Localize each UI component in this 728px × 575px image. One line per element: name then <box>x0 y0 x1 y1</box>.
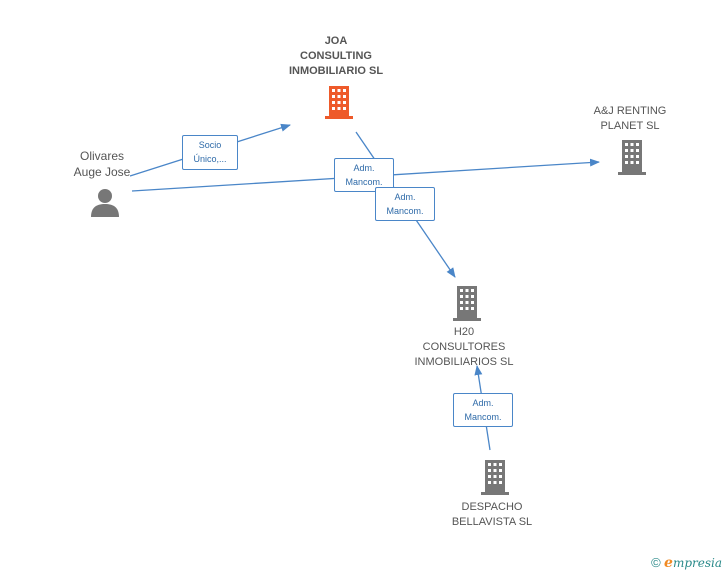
aj-label[interactable]: A&J RENTING PLANET SL <box>580 104 680 134</box>
copyright-symbol: © <box>651 555 661 570</box>
edge-label-line: Mancom. <box>345 177 383 187</box>
despacho-label-line: DESPACHO <box>461 501 523 513</box>
joa-building-icon[interactable] <box>323 85 355 119</box>
edge-label-adm-despacho[interactable]: Adm. Mancom. <box>453 393 513 427</box>
edge-label-socio[interactable]: Socio Único,... <box>182 135 238 170</box>
edge-label-line: Mancom. <box>464 412 502 422</box>
aj-building-icon[interactable] <box>616 139 648 175</box>
brand-e: e <box>664 555 673 571</box>
despacho-label[interactable]: DESPACHO BELLAVISTA SL <box>436 500 548 530</box>
edge-label-adm-aj[interactable]: Adm. Mancom. <box>334 158 394 192</box>
aj-label-line: A&J RENTING <box>593 105 667 117</box>
joa-label-line: CONSULTING <box>300 50 372 62</box>
edge-label-line: Adm. <box>353 163 375 173</box>
edge-label-adm-h20[interactable]: Adm. Mancom. <box>375 187 435 221</box>
edge-label-line: Único,... <box>193 154 227 164</box>
joa-label-line: JOA <box>324 35 348 47</box>
h20-building-icon[interactable] <box>451 285 483 321</box>
aj-label-line: PLANET SL <box>600 120 660 132</box>
h20-label[interactable]: H20 CONSULTORES INMOBILIARIOS SL <box>404 325 524 370</box>
edge-label-line: Mancom. <box>386 206 424 216</box>
olivares-label-line: Auge Jose <box>73 165 131 179</box>
brand-logo: © empresia <box>651 555 722 571</box>
despacho-label-line: BELLAVISTA SL <box>451 516 533 528</box>
h20-label-line: H20 <box>453 326 475 338</box>
edge-label-line: Adm. <box>472 398 494 408</box>
h20-label-line: CONSULTORES <box>422 341 506 353</box>
edge-label-line: Adm. <box>394 192 416 202</box>
joa-label[interactable]: JOA CONSULTING INMOBILIARIO SL <box>276 34 396 79</box>
despacho-building-icon[interactable] <box>479 459 511 495</box>
brand-name: mpresia <box>672 556 722 570</box>
olivares-label[interactable]: Olivares Auge Jose <box>56 148 148 180</box>
edge-label-line: Socio <box>198 140 222 150</box>
joa-label-line: INMOBILIARIO SL <box>288 65 384 77</box>
h20-label-line: INMOBILIARIOS SL <box>414 356 514 368</box>
olivares-label-line: Olivares <box>79 149 124 163</box>
person-icon[interactable] <box>90 187 120 217</box>
